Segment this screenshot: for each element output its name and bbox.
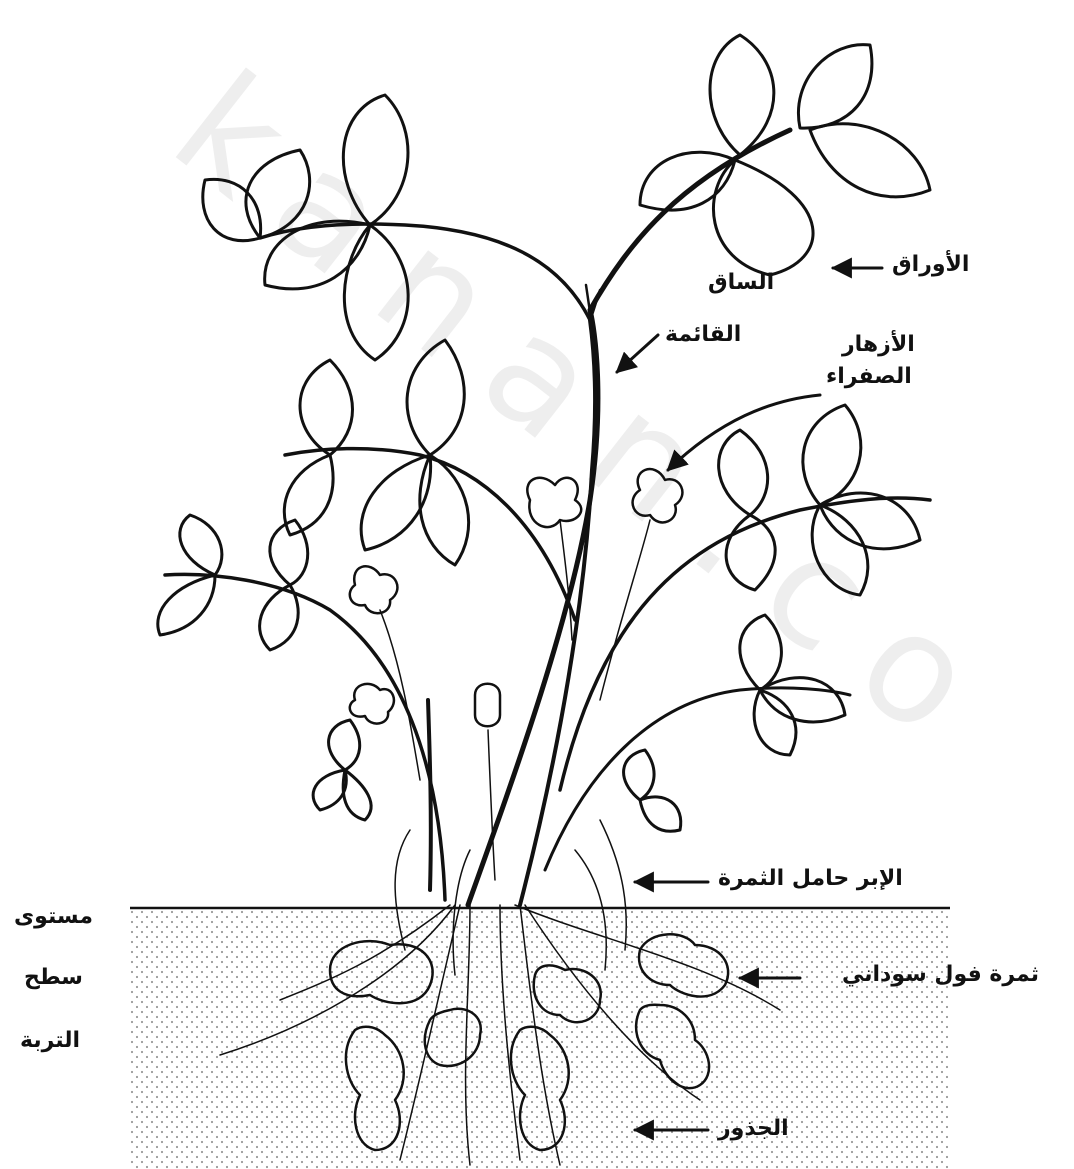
leaflet [760, 678, 845, 722]
leaflet [803, 405, 861, 505]
right-low-branch [545, 688, 850, 870]
leaflet [754, 690, 796, 755]
leaflet [329, 720, 360, 770]
label-soil-line2: سطح [24, 965, 83, 991]
flower-stalk [488, 730, 495, 880]
leaflet [343, 95, 408, 225]
leaflet [740, 615, 782, 690]
leaflet [820, 493, 920, 549]
leaflet [798, 45, 871, 129]
leaflet [710, 35, 774, 155]
leaflet [246, 150, 310, 238]
upper-left-branch [260, 224, 590, 320]
flower [527, 478, 581, 527]
flower [633, 469, 683, 522]
leaflet [810, 124, 930, 197]
flower-stalk [600, 520, 650, 700]
flower-bud [475, 684, 500, 727]
label-stem-line2: القائمة [665, 322, 741, 348]
flower [350, 566, 398, 613]
label-roots: الجذور [718, 1116, 789, 1142]
leaflet [640, 797, 681, 831]
leaflet [719, 430, 768, 515]
leaflet [260, 585, 299, 650]
left-small-stem [428, 700, 431, 890]
leaflet [284, 455, 333, 535]
arrow-stem [617, 335, 658, 372]
leaflet [158, 575, 215, 635]
leaflet [624, 750, 654, 800]
label-soil-line3: التربة [20, 1028, 80, 1054]
leaflet [344, 225, 408, 360]
label-leaves: الأوراق [892, 252, 969, 278]
leaflet [407, 340, 464, 455]
left-low-branch [165, 574, 445, 900]
main-stem-left [520, 320, 595, 905]
leaflet [203, 179, 261, 240]
label-stem-line1: الساق [708, 270, 774, 296]
leaflet [313, 770, 346, 810]
label-flowers-line1: الأزهار [842, 332, 915, 358]
label-soil-line1: مستوى [14, 904, 93, 930]
leaflet [180, 515, 222, 575]
leaflet [300, 360, 353, 455]
soil-region [130, 908, 950, 1169]
flower [350, 684, 394, 724]
label-flowers-line2: الصفراء [826, 364, 912, 390]
leaflet [812, 505, 868, 595]
label-peg: الإبر حامل الثمرة [718, 866, 903, 892]
label-pod: ثمرة فول سوداني [842, 962, 1039, 988]
